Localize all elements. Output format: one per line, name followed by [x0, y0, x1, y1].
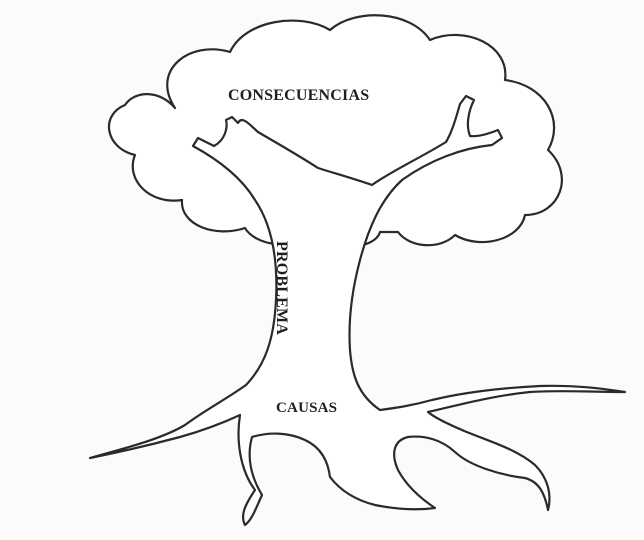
consequences-label: CONSECUENCIAS: [228, 87, 369, 105]
problem-label: PROBLEMA: [272, 241, 290, 335]
causes-label: CAUSAS: [276, 400, 337, 417]
